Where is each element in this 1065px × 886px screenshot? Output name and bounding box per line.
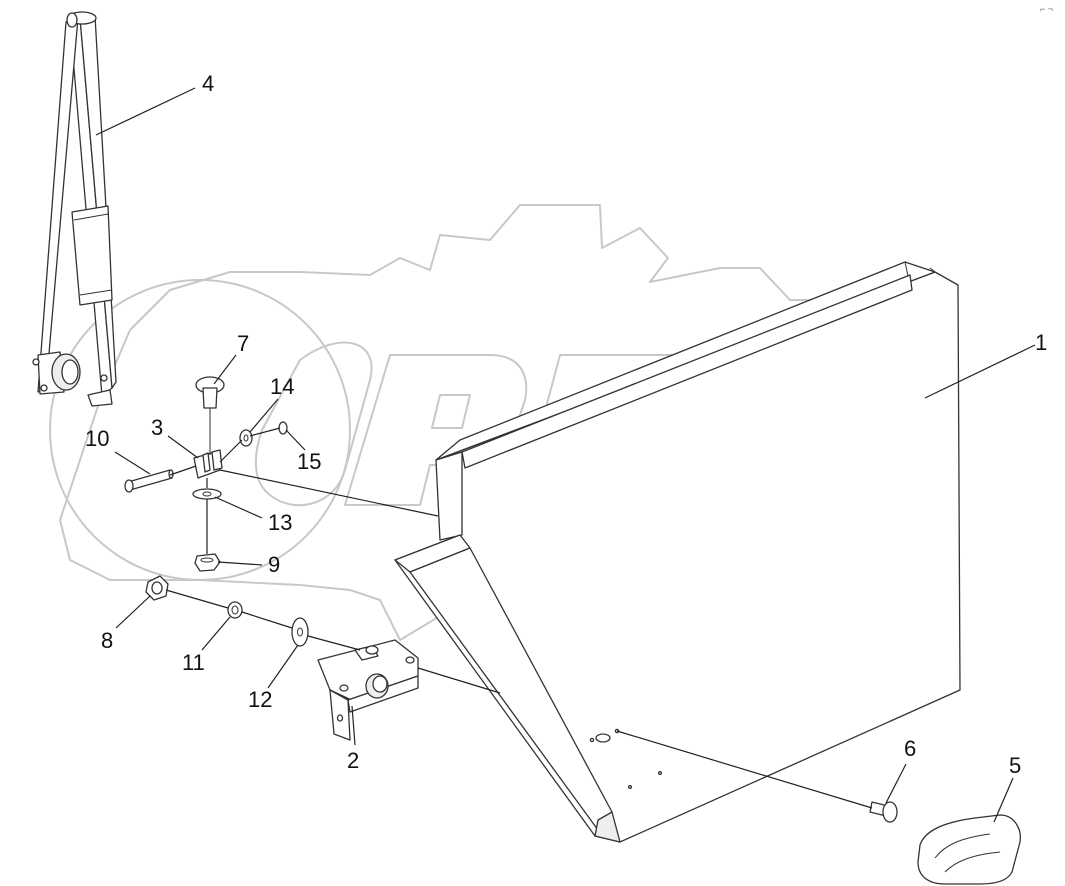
callout-2: 2 (347, 748, 359, 773)
callout-6: 6 (904, 736, 916, 761)
part-11-lock-washer (227, 601, 243, 619)
part-15-spring-washer (278, 421, 288, 435)
callout-8: 8 (101, 628, 113, 653)
callout-labels: 1 2 3 4 5 6 7 8 9 10 11 12 13 14 15 (85, 71, 1047, 778)
part-1-mudguard-panel (394, 261, 961, 843)
callout-9: 9 (268, 552, 280, 577)
part-10-pin (124, 469, 174, 493)
part-9-nut (194, 553, 221, 572)
part-4-support-arm (32, 11, 117, 407)
callout-11: 11 (182, 650, 205, 675)
callout-4: 4 (202, 71, 214, 96)
callout-10: 10 (85, 426, 109, 451)
part-3-hinge-clip (193, 449, 223, 479)
assembly-lines (165, 427, 873, 809)
callout-7: 7 (237, 331, 249, 356)
callout-15: 15 (297, 449, 321, 474)
callout-13: 13 (268, 510, 292, 535)
part-7-bolt (195, 376, 225, 455)
part-5-reflector (917, 814, 1021, 885)
part-12-washer (291, 617, 309, 647)
callout-5: 5 (1009, 753, 1021, 778)
callout-1: 1 (1035, 330, 1047, 355)
watermark-oval (49, 279, 351, 581)
corner-mark: ⌐ ¬ (1040, 4, 1053, 14)
part-6-bolt (869, 801, 898, 823)
callout-3: 3 (151, 415, 163, 440)
part-8-nut (145, 575, 169, 601)
watermark-letter-o (254, 341, 373, 507)
callout-12: 12 (248, 687, 272, 712)
part-2-bracket (317, 639, 419, 741)
part-14-washer (239, 429, 253, 447)
callout-leaders (95, 87, 1036, 823)
callout-14: 14 (270, 374, 294, 399)
